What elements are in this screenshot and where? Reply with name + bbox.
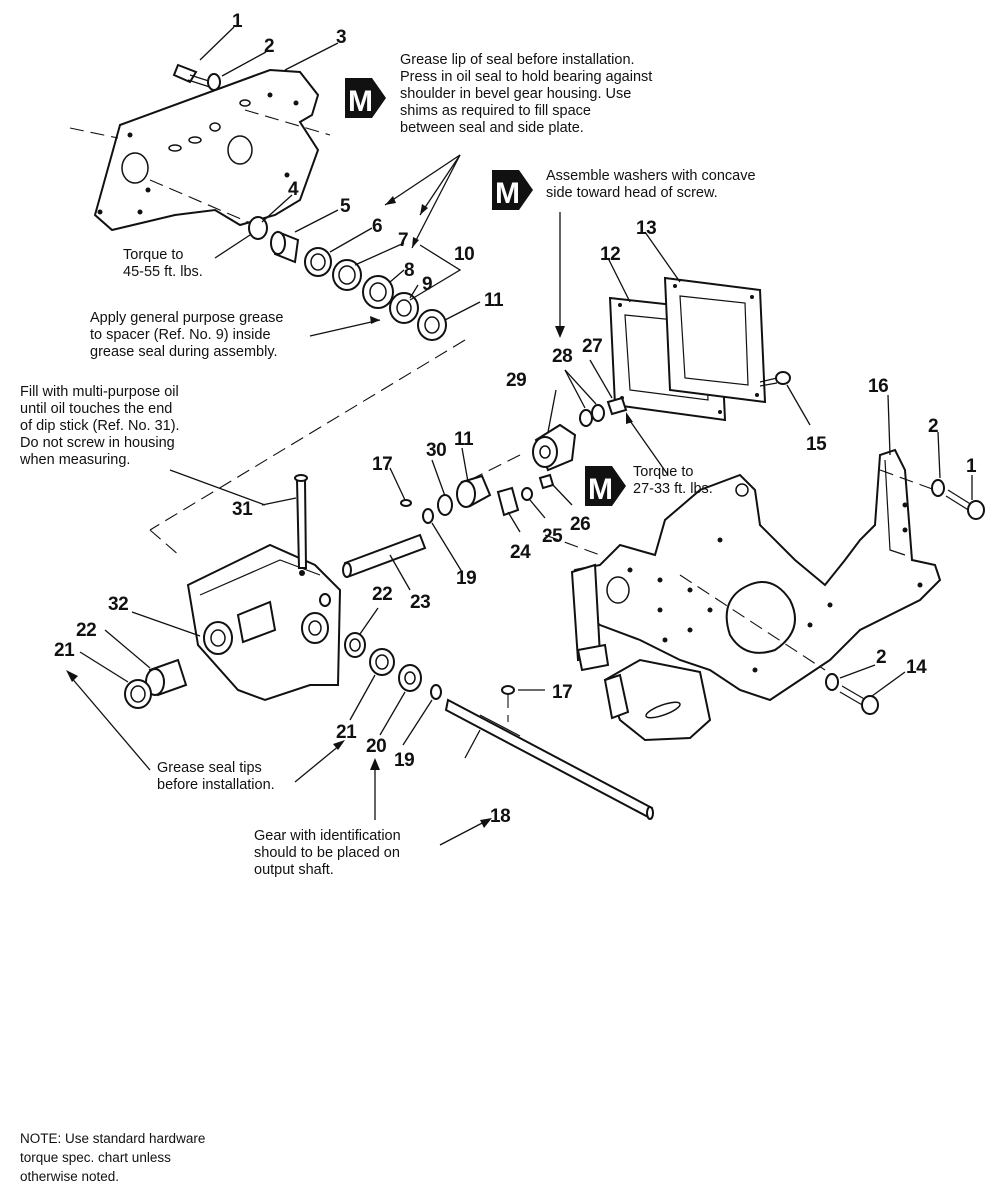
svg-text:M: M: [348, 85, 373, 118]
gear-part-11-lower: [456, 474, 492, 508]
gear-part-20: [398, 664, 422, 692]
callout-12: 12: [600, 244, 620, 265]
callout-21-left: 21: [54, 640, 75, 661]
washer-part-2-right-lower: [825, 673, 839, 691]
bearing-part-22-right: [344, 632, 366, 658]
callout-1-right: 1: [966, 456, 977, 477]
seal-part-11-upper: [417, 309, 447, 341]
output-shaft-part-18: [444, 698, 654, 820]
gear-housing-part-32: [186, 543, 342, 702]
callout-11-upper: 11: [484, 290, 504, 311]
callout-24: 24: [510, 542, 531, 563]
note-seal-grease: Grease lip of seal before installation. …: [400, 52, 653, 136]
callout-21-right: 21: [336, 722, 357, 743]
footer-note: NOTE: Use standard hardware torque spec.…: [20, 1131, 206, 1184]
m-badge-torque: M: [585, 466, 626, 506]
shim-part-6: [304, 247, 332, 277]
callout-26: 26: [570, 514, 590, 535]
screw-part-15: [759, 371, 791, 387]
m-badge-seal: M: [345, 78, 386, 118]
note-gear-identification: Gear with identification should to be pl…: [254, 828, 401, 878]
m-badge-washers: M: [492, 170, 533, 210]
callout-3: 3: [336, 27, 346, 48]
svg-text:M: M: [588, 473, 613, 506]
callout-5: 5: [340, 196, 351, 217]
bushing-part-5: [270, 230, 300, 264]
callout-19-upper: 19: [456, 568, 476, 589]
callout-2-right-lower: 2: [876, 647, 886, 668]
callout-17-upper: 17: [372, 454, 392, 475]
snap-ring-part-19-lower: [430, 684, 442, 700]
nut-part-25: [521, 487, 533, 501]
bolt-part-14: [839, 685, 879, 715]
spacer-part-9: [389, 292, 419, 324]
callout-4: 4: [288, 179, 299, 200]
callout-27: 27: [582, 336, 602, 357]
callout-23: 23: [410, 592, 430, 613]
callout-6: 6: [372, 216, 382, 237]
seal-part-21-right: [369, 648, 395, 676]
side-plate-main-part-16: [573, 448, 942, 702]
bevel-gear-part-29: [532, 423, 577, 472]
svg-text:M: M: [495, 177, 520, 210]
bolt-part-1-right: [945, 489, 985, 520]
callout-7: 7: [398, 230, 408, 251]
callout-14: 14: [906, 657, 927, 678]
shaft-part-23: [342, 533, 427, 578]
callout-18: 18: [490, 806, 510, 827]
callout-9: 9: [422, 274, 432, 295]
callout-2-top: 2: [264, 36, 274, 57]
side-plate-upper: [93, 68, 320, 232]
cover-plate-part-13: [663, 276, 767, 404]
callout-22-left: 22: [76, 620, 96, 641]
callout-2-right-upper: 2: [928, 416, 938, 437]
callout-31: 31: [232, 499, 253, 520]
screw-part-26: [538, 473, 555, 490]
note-torque-45-55: Torque to 45-55 ft. lbs.: [123, 247, 203, 280]
callout-29: 29: [506, 370, 526, 391]
shim-part-7: [332, 259, 362, 291]
note-washers-concave: Assemble washers with concave side towar…: [546, 168, 756, 201]
screw-part-27: [606, 396, 628, 416]
dipstick-part-31: [294, 474, 308, 569]
spacer-part-4: [248, 216, 268, 240]
callout-15: 15: [806, 434, 827, 455]
washer-part-2-right-upper: [931, 479, 945, 497]
key-part-17-upper: [400, 499, 412, 507]
bearing-part-22-left: [145, 658, 188, 697]
note-grease-seal-tips: Grease seal tips before installation.: [157, 760, 275, 793]
seal-part-21-left: [124, 679, 152, 709]
callout-19-lower: 19: [394, 750, 414, 771]
callout-22-right: 22: [372, 584, 392, 605]
mounting-bracket: [603, 658, 712, 742]
callout-25: 25: [542, 526, 563, 547]
callout-11-lower: 11: [454, 429, 474, 450]
key-part-17-lower: [501, 685, 515, 695]
callout-32: 32: [108, 594, 128, 615]
callout-30: 30: [426, 440, 446, 461]
bracket-part-24: [496, 486, 520, 517]
callout-20: 20: [366, 736, 386, 757]
callout-28: 28: [552, 346, 572, 367]
washers-part-28: [579, 404, 605, 427]
note-fill-oil: Fill with multi-purpose oil until oil to…: [20, 384, 180, 468]
snap-ring-part-19-upper: [422, 508, 434, 524]
bearing-part-8: [362, 275, 394, 309]
washer-part-2: [207, 73, 221, 91]
note-torque-27-33: Torque to 27-33 ft. lbs.: [633, 464, 713, 497]
callout-10: 10: [454, 244, 474, 265]
callout-17-lower: 17: [552, 682, 572, 703]
callout-16: 16: [868, 376, 888, 397]
callout-13: 13: [636, 218, 656, 239]
washer-part-30: [437, 494, 453, 516]
bracket-lower-left: [570, 563, 610, 672]
note-spacer-grease: Apply general purpose grease to spacer (…: [90, 310, 284, 360]
callout-8: 8: [404, 260, 414, 281]
callout-1-top: 1: [232, 11, 243, 32]
